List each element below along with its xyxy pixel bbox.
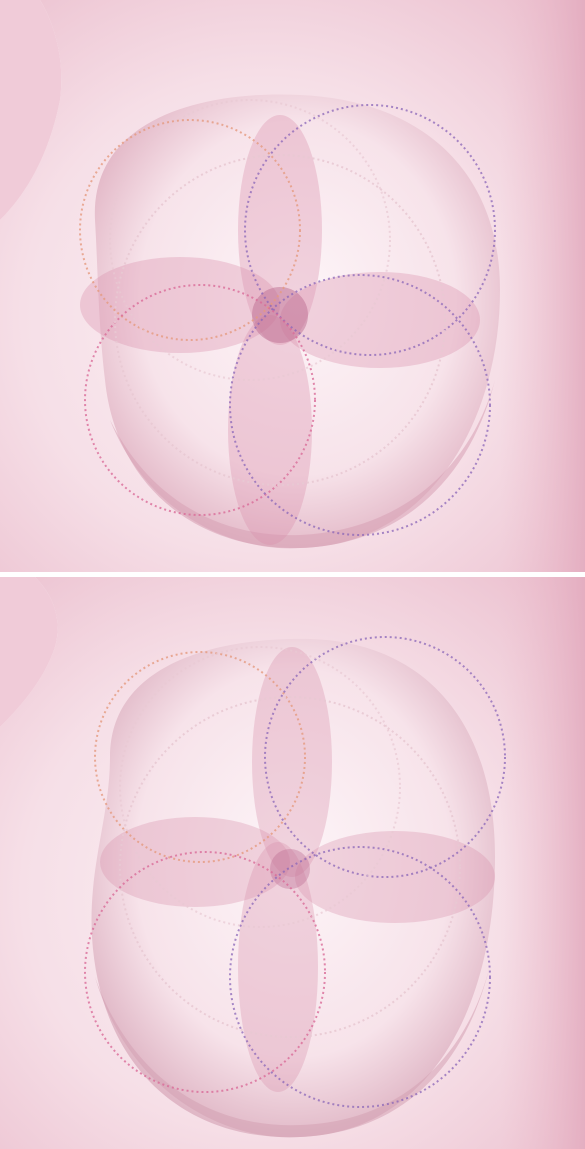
center-overlap	[270, 849, 310, 889]
right-shadow	[500, 577, 585, 1149]
bottom-panel	[0, 577, 585, 1149]
top-illustration	[0, 0, 585, 572]
bottom-illustration	[0, 577, 585, 1149]
top-panel	[0, 0, 585, 572]
petal-bottom	[228, 315, 312, 545]
petal-left	[80, 257, 280, 353]
petal-left	[100, 817, 290, 907]
right-shadow	[500, 0, 585, 572]
petal-right	[295, 831, 495, 923]
